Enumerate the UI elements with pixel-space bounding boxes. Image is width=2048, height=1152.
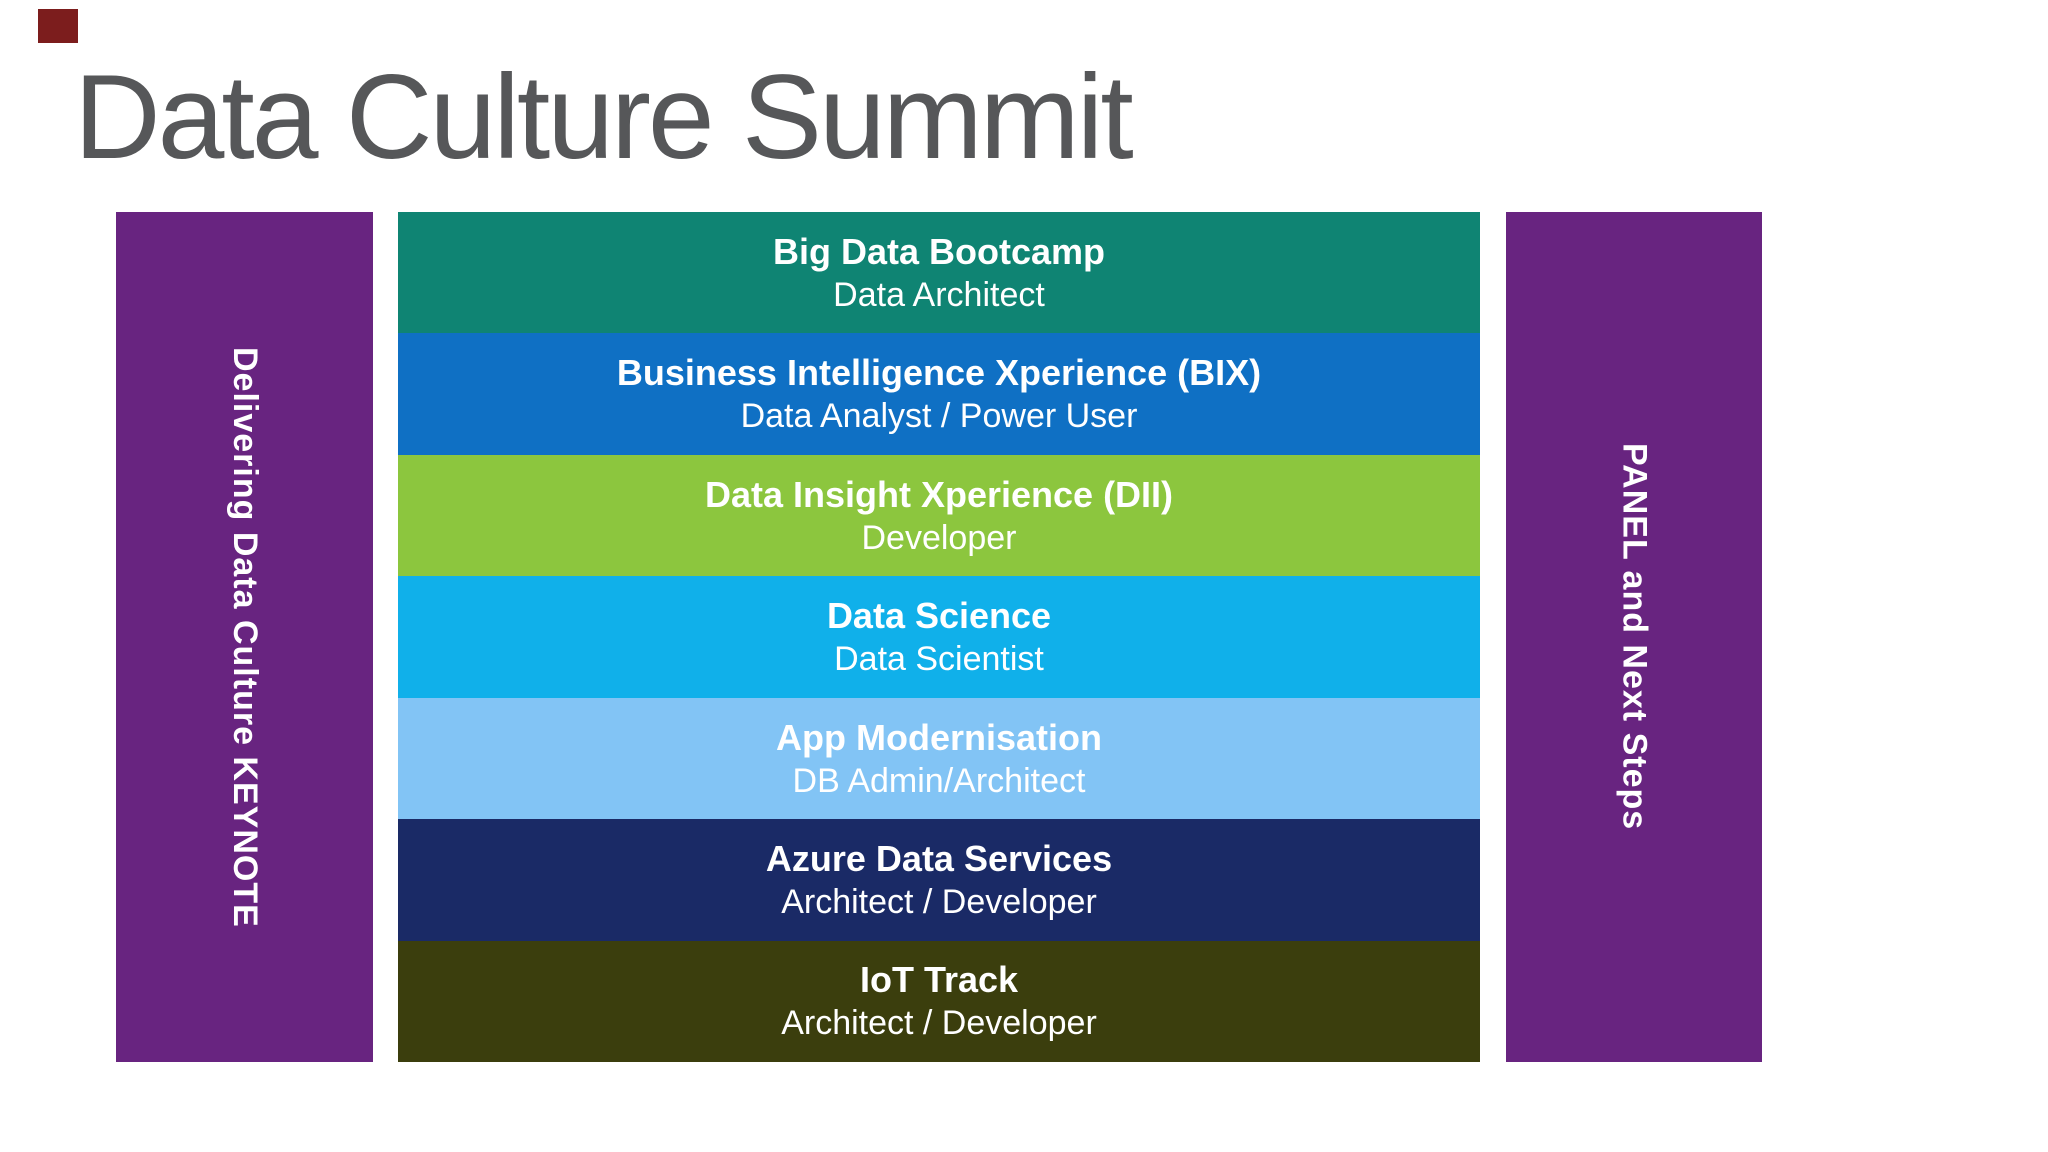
track-row-big-data-bootcamp: Big Data Bootcamp Data Architect <box>398 212 1480 334</box>
track-name: App Modernisation <box>776 716 1102 758</box>
page-title: Data Culture Summit <box>74 50 1134 184</box>
track-audience: Architect / Developer <box>781 883 1097 922</box>
keynote-banner-label: Delivering Data Culture KEYNOTE <box>226 346 264 928</box>
track-row-data-science: Data Science Data Scientist <box>398 576 1480 698</box>
track-audience: Developer <box>861 518 1017 557</box>
panel-banner: PANEL and Next Steps <box>1506 212 1762 1062</box>
track-row-app-modernisation: App Modernisation DB Admin/Architect <box>398 697 1480 820</box>
track-row-bix: Business Intelligence Xperience (BIX) Da… <box>398 333 1480 455</box>
track-row-dii: Data Insight Xperience (DII) Developer <box>398 454 1480 577</box>
track-name: Azure Data Services <box>765 838 1113 880</box>
track-audience: DB Admin/Architect <box>792 761 1086 800</box>
track-name: IoT Track <box>859 959 1019 1001</box>
panel-banner-label: PANEL and Next Steps <box>1615 443 1654 831</box>
track-row-iot-track: IoT Track Architect / Developer <box>398 940 1480 1062</box>
track-name: Big Data Bootcamp <box>772 230 1106 272</box>
track-audience: Architect / Developer <box>781 1004 1097 1043</box>
recording-mark <box>38 9 78 43</box>
track-audience: Data Analyst / Power User <box>740 397 1138 436</box>
track-name: Data Science <box>826 595 1052 637</box>
track-name: Data Insight Xperience (DII) <box>704 473 1174 515</box>
track-name: Business Intelligence Xperience (BIX) <box>616 352 1262 394</box>
track-row-azure-data-services: Azure Data Services Architect / Develope… <box>398 819 1480 941</box>
track-audience: Data Scientist <box>834 640 1044 679</box>
track-audience: Data Architect <box>833 275 1045 314</box>
track-stack: Big Data Bootcamp Data Architect Busines… <box>398 212 1480 1062</box>
keynote-banner: Delivering Data Culture KEYNOTE <box>116 212 373 1062</box>
